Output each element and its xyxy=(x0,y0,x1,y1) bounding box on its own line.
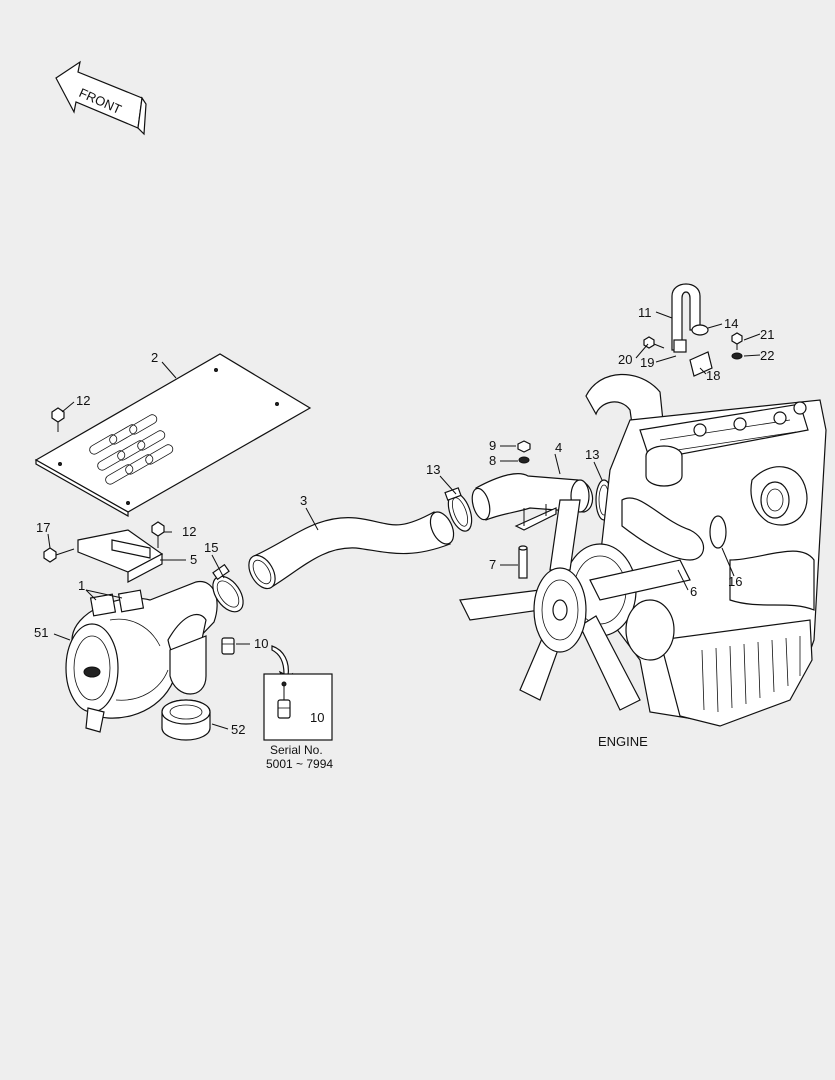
callout-13-right: 13 xyxy=(585,447,599,462)
hose-clamp-15 xyxy=(212,563,244,613)
callout-3: 3 xyxy=(300,493,307,508)
callouts: 2 12 3 12 17 5 15 1 51 10 10 52 13 4 9 8… xyxy=(34,305,774,749)
callout-5: 5 xyxy=(190,552,197,567)
serial-inset: Serial No. 5001 ~ 7994 xyxy=(263,673,333,771)
cover-plate-part xyxy=(34,353,312,518)
callout-8: 8 xyxy=(489,453,496,468)
callout-12-lower: 12 xyxy=(182,524,196,539)
bolt-12-upper xyxy=(51,407,65,432)
callout-21: 21 xyxy=(760,327,774,342)
hose-clamp-13-left xyxy=(444,487,473,532)
serial-label: Serial No. xyxy=(270,743,323,757)
serial-range: 5001 ~ 7994 xyxy=(266,757,333,771)
callout-9: 9 xyxy=(489,438,496,453)
bracket-part xyxy=(77,529,164,583)
callout-11: 11 xyxy=(638,305,652,320)
callout-2: 2 xyxy=(151,350,158,365)
callout-20: 20 xyxy=(618,352,632,367)
bracket-18 xyxy=(689,351,713,377)
callout-7: 7 xyxy=(489,557,496,572)
engine-assembly xyxy=(459,373,827,727)
callout-51: 51 xyxy=(34,625,48,640)
callout-6: 6 xyxy=(690,584,697,599)
bolt-17 xyxy=(43,547,75,563)
callout-12-upper: 12 xyxy=(76,393,90,408)
front-direction-arrow: FRONT xyxy=(55,60,147,136)
restriction-indicator-part xyxy=(221,637,235,655)
clip-14 xyxy=(691,324,709,336)
air-cleaner-part xyxy=(65,580,218,733)
callout-14: 14 xyxy=(724,316,738,331)
callout-10: 10 xyxy=(254,636,268,651)
intake-hose-part xyxy=(248,511,455,590)
bolt-12-lower xyxy=(151,521,165,548)
rain-cap-part xyxy=(161,699,211,741)
callout-22: 22 xyxy=(760,348,774,363)
bolt-20 xyxy=(643,336,665,349)
callout-52: 52 xyxy=(231,722,245,737)
washer-22 xyxy=(731,352,743,360)
callout-19: 19 xyxy=(640,355,654,370)
engine-label: ENGINE xyxy=(598,734,648,749)
callout-16: 16 xyxy=(728,574,742,589)
breather-pipe-part xyxy=(671,283,701,353)
callout-4: 4 xyxy=(555,440,562,455)
callout-17: 17 xyxy=(36,520,50,535)
callout-15: 15 xyxy=(204,540,218,555)
washer-8 xyxy=(518,456,530,464)
callout-18: 18 xyxy=(706,368,720,383)
callout-10-inset: 10 xyxy=(310,710,324,725)
bolt-21 xyxy=(731,332,743,350)
callout-1: 1 xyxy=(78,578,85,593)
stud-7 xyxy=(518,545,528,579)
leader-lines xyxy=(47,311,761,730)
callout-13-left: 13 xyxy=(426,462,440,477)
nut-9 xyxy=(517,440,531,453)
